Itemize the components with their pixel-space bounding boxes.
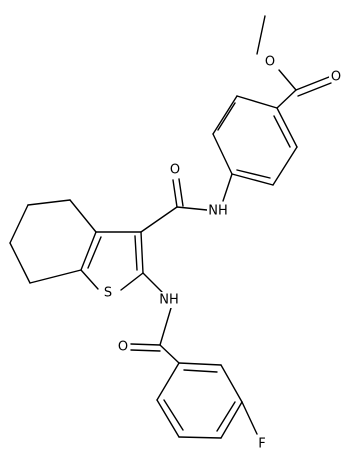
ring2-bond-1 [178, 362, 222, 366]
atom-label-amide1-o: O [170, 163, 180, 178]
atom-fluorine: F [255, 437, 269, 452]
thio-bond-c7a-c3a-double [87, 236, 102, 269]
bond-o-carbonyl-c [278, 69, 297, 91]
cyclo-bond-2 [27, 199, 71, 206]
atom-amide1-oxygen: O [168, 163, 182, 178]
ring1-bond-5 [272, 146, 298, 186]
bond-ring-nh [222, 173, 233, 202]
ring1-inner-1 [217, 102, 236, 131]
ring1-bond-4 [231, 173, 274, 186]
atom-thiophene-sulfur: S [101, 286, 115, 301]
ring1-bond-1 [236, 95, 278, 109]
bond-c-o-double-b [178, 178, 184, 207]
ring2-bond-3 [220, 401, 243, 439]
ring2-bond-6 [156, 362, 180, 401]
bond-carbonyl-c-o-double-a [295, 76, 330, 91]
cyclo-bond-5 [29, 269, 82, 284]
ring1-bond-6 [276, 107, 298, 148]
bond-c-thiophene [140, 206, 178, 233]
cyclo-bond-1 [69, 199, 97, 233]
bond-nh-c [176, 206, 208, 211]
atom-amide2-nitrogen: NH [158, 292, 180, 308]
bond-c2-ring2 [159, 344, 180, 364]
atom-amide1-nitrogen: NH [207, 203, 229, 219]
ring2-inner-3 [163, 399, 184, 431]
ring1-bond-3 [212, 133, 233, 175]
atom-label-amide1-n: NH [208, 204, 228, 219]
bond-c2-o-double-b [130, 349, 161, 352]
atom-label-carbonyl-o: O [331, 70, 341, 85]
atom-label-amide2-o: O [118, 340, 128, 355]
bond-ester-c-ring [276, 89, 297, 109]
ring1-bond-2 [212, 95, 238, 135]
bond-ring2-f [241, 401, 258, 435]
atom-label-thiophene-s: S [104, 286, 112, 301]
ring1-inner-2 [236, 169, 271, 179]
thio-bond-c2-s [120, 272, 144, 291]
ring2-inner-1 [183, 369, 218, 373]
thio-bond-c7a-c3a [80, 231, 97, 271]
bond-carbonyl-c-o-double-b [297, 82, 332, 97]
atom-methyl-oxygen: O [263, 55, 277, 70]
bond-c-o-double-a [172, 179, 178, 208]
ring2-bond-5 [156, 399, 180, 438]
ring2-bond-2 [220, 364, 243, 403]
thio-bond-c3-c2-double [134, 235, 138, 271]
atom-amide2-oxygen: O [116, 340, 130, 355]
atom-label-fluorine: F [258, 437, 265, 452]
bond-nh2-c [159, 307, 172, 346]
ring2-inner-2 [216, 401, 236, 432]
bond-methyl-o [256, 15, 266, 55]
atom-carbonyl-oxygen: O [329, 70, 343, 85]
bond-c2-o-double-a [130, 343, 161, 346]
thio-bond-c3-c2 [140, 231, 144, 274]
cyclo-bond-4 [9, 242, 31, 284]
ring2-bond-4 [178, 436, 222, 439]
cyclo-bond-3 [9, 204, 29, 244]
atom-label-amide2-n: NH [159, 293, 179, 308]
bond-thiophene-nh2 [142, 272, 163, 293]
ring1-inner-3 [273, 115, 291, 148]
atom-label-methyl-o: O [265, 55, 275, 70]
thio-bond-s-c7a [80, 269, 99, 290]
